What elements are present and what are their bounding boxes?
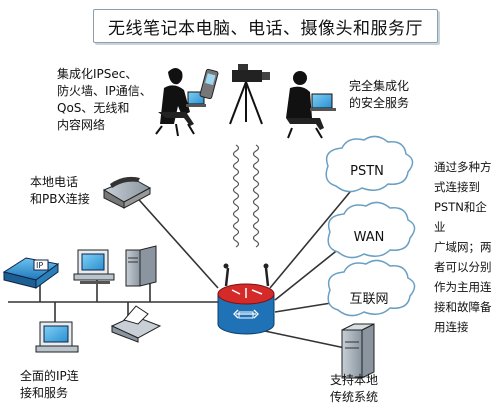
internet-label: 互联网 <box>349 292 389 307</box>
local-phone-label: 本地电话 和PBX连接 <box>30 175 90 206</box>
desktop-computer-icon <box>73 249 115 284</box>
pstn-label: PSTN <box>350 164 384 179</box>
diagram-title: 无线笔记本电脑、电话、摄像头和服务厅 <box>93 9 438 43</box>
wan-label: WAN <box>353 230 385 245</box>
ip-phone-icon: IP <box>2 257 60 289</box>
connection-description: 通过多种方 式连接到 PSTN和企业 广域网；两 者可以分别 作为主用连 接和故… <box>434 160 492 334</box>
desktop-computer-icon <box>35 321 79 353</box>
telephone-icon <box>102 176 152 209</box>
legacy-support-label: 支持本地 传统系统 <box>330 373 379 404</box>
integrated-services-label: 集成化IPSec、 防火墙、IP通信、 QoS、无线和 内容网络 <box>57 67 152 132</box>
security-services-label: 完全集成化 的安全服务 <box>349 79 410 110</box>
ip-phone-label: IP <box>36 261 43 270</box>
camera-icon <box>229 64 270 125</box>
pstn-cloud <box>325 135 414 193</box>
pda-icon <box>199 68 219 100</box>
laptop-user-icon <box>286 71 336 139</box>
legacy-server-icon <box>341 323 375 379</box>
server-icon <box>125 245 157 287</box>
wan-cloud <box>327 201 416 259</box>
ip-connect-label: 全面的IP连 接和服务 <box>20 369 79 400</box>
laptop-user-icon <box>155 68 206 137</box>
wireless-signal-icon <box>232 144 260 248</box>
printer-icon <box>110 305 162 343</box>
router-icon <box>217 263 275 335</box>
internet-cloud <box>327 259 416 317</box>
